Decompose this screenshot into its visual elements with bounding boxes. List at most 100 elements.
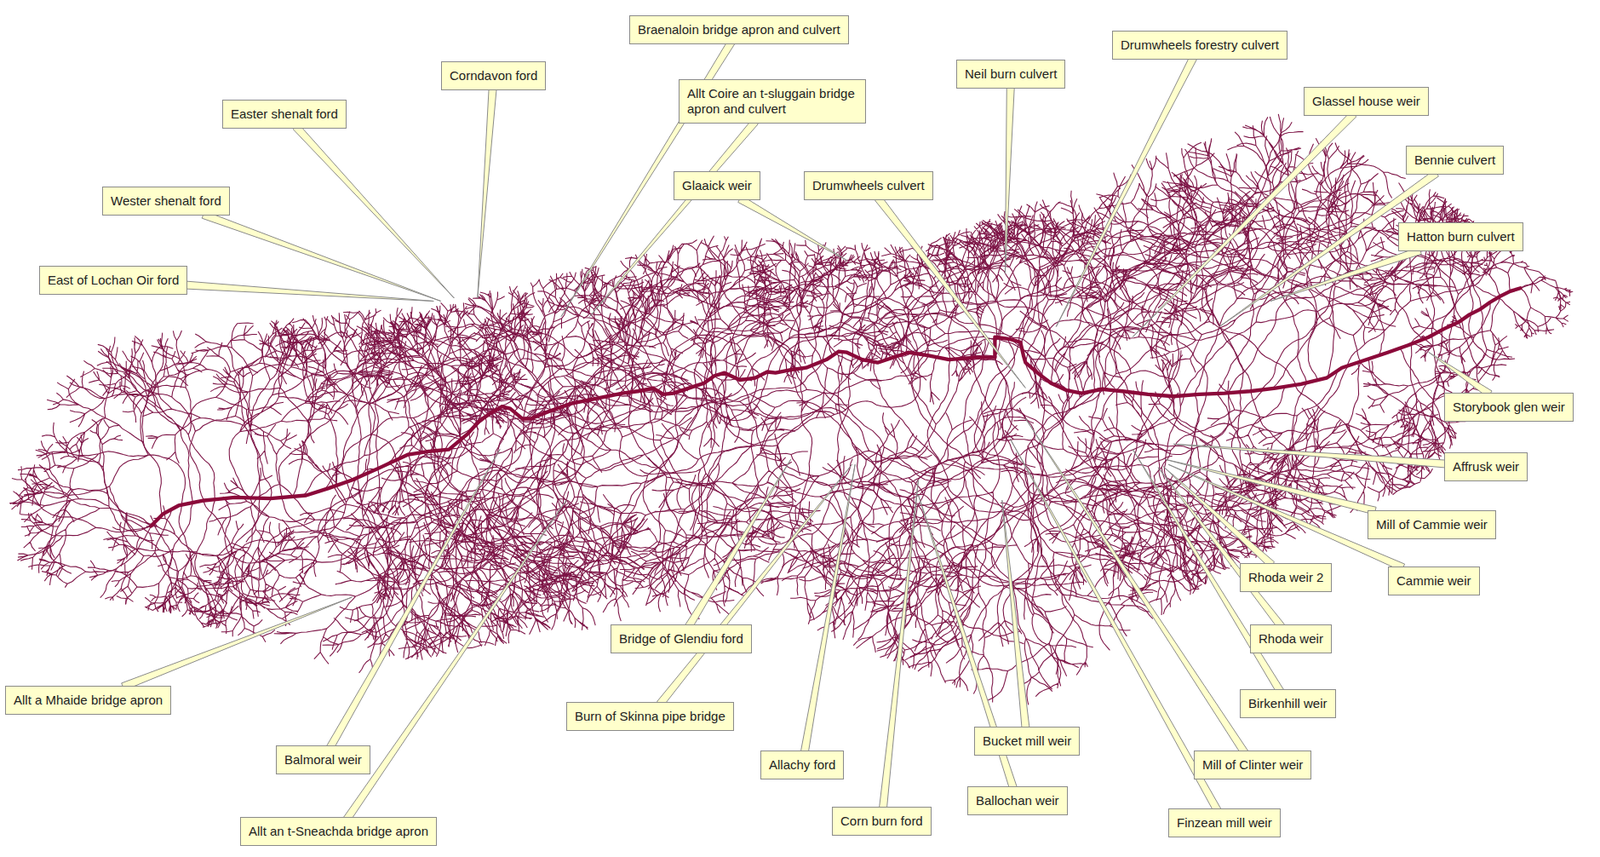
leader-wedge [477, 87, 497, 299]
leader-wedge [1009, 438, 1221, 813]
callout-label: Bennie culvert [1414, 152, 1496, 167]
callout-box: Cammie weir [1387, 566, 1480, 596]
callout-box: Glassel house weir [1303, 86, 1429, 116]
callout-box: Rhoda weir 2 [1239, 562, 1332, 592]
leader-wedge [657, 464, 853, 706]
callout-box: Drumwheels forestry culvert [1112, 30, 1288, 60]
leader-wedge [1173, 443, 1447, 468]
tributary [191, 320, 322, 498]
leader-wedge [344, 499, 567, 821]
callout-box: Bennie culvert [1405, 145, 1504, 175]
callout-box: Allt a Mhaide bridge apron [5, 685, 172, 715]
callout-box: Birkenhill weir [1239, 688, 1337, 718]
tributary [521, 260, 769, 438]
tributary [9, 443, 151, 577]
tributary [322, 478, 526, 673]
leader-wedge [1132, 111, 1357, 338]
tributary [397, 389, 585, 593]
callout-label: Corn burn ford [840, 813, 924, 828]
leader-wedge [1025, 418, 1248, 755]
main-river [150, 287, 1520, 526]
callout-box: Finzean mill weir [1168, 808, 1281, 838]
tributary [669, 360, 928, 595]
tributary [367, 419, 583, 592]
leader-wedge [326, 448, 501, 750]
callout-label: Allt a Mhaide bridge apron [13, 692, 163, 707]
tributary [820, 358, 1193, 677]
callout-label: Bucket mill weir [982, 733, 1072, 748]
callout-box: Allt an t-Sneachda bridge apron [240, 816, 437, 846]
leader-wedge [1004, 86, 1015, 274]
callout-label: Burn of Skinna pipe bridge [574, 708, 726, 723]
tributary [199, 424, 368, 617]
callout-label: Drumwheels forestry culvert [1120, 37, 1279, 52]
leader-wedge [590, 119, 759, 317]
tributaries [9, 114, 1573, 705]
callout-label: East of Lochan Oir ford [47, 272, 179, 287]
callout-label: Allt an t-Sneachda bridge apron [248, 823, 429, 838]
tributary [10, 418, 152, 527]
callout-box: Storybook glen weir [1444, 392, 1574, 422]
tributary [796, 240, 868, 356]
tributary [1148, 394, 1371, 584]
tributary [899, 391, 1147, 646]
tributary [258, 324, 404, 485]
tributary [586, 238, 929, 509]
tributary [884, 278, 987, 377]
leader-wedge [875, 195, 1027, 389]
callout-box: Burn of Skinna pipe bridge [566, 701, 735, 731]
callout-label: Birkenhill weir [1248, 695, 1328, 711]
callout-label: Allt Coire an t-sluggain bridge apron an… [687, 86, 855, 116]
callout-label: Ballochan weir [975, 792, 1060, 808]
tributary [144, 505, 249, 627]
tributary [674, 235, 827, 373]
callout-label: Easter shenalt ford [230, 106, 339, 121]
tributary [229, 318, 348, 498]
callout-label: Rhoda weir [1258, 630, 1324, 646]
callout-label: Bridge of Glendiu ford [619, 630, 744, 646]
leader-wedge [1270, 246, 1422, 302]
callout-label: Glassel house weir [1312, 93, 1421, 109]
callout-box: Balmoral weir [275, 745, 371, 775]
callout-label: Glaaick weir [682, 177, 752, 193]
callout-label: Mill of Cammie weir [1376, 516, 1488, 532]
callout-label: Allachy ford [768, 756, 836, 772]
callout-box: East of Lochan Oir ford [39, 265, 188, 295]
tributary [1091, 395, 1275, 582]
callout-box: Allachy ford [760, 750, 844, 780]
tributary [1237, 392, 1371, 555]
leader-wedge [121, 596, 353, 690]
tributary [210, 326, 393, 495]
tributary [1272, 174, 1384, 355]
leader-wedge [878, 479, 918, 809]
callout-label: Wester shenalt ford [110, 193, 222, 208]
leader-wedge [184, 281, 434, 302]
tributary [921, 198, 1107, 392]
tributary [900, 218, 998, 337]
tributary [103, 503, 193, 612]
tributary [980, 205, 1081, 351]
leader-wedge [1163, 466, 1275, 568]
leader-wedge [1158, 467, 1285, 629]
callout-box: Wester shenalt ford [102, 186, 230, 216]
leader-wedge [292, 124, 454, 299]
callout-label: Rhoda weir 2 [1248, 569, 1324, 585]
callout-label: Drumwheels culvert [812, 177, 925, 193]
callout-box: Glaaick weir [673, 171, 761, 201]
callout-box: Bucket mill weir [974, 726, 1080, 756]
tributary [1015, 155, 1260, 391]
tributary [1514, 287, 1568, 339]
tributary [1411, 303, 1491, 385]
callout-box: Rhoda weir [1250, 624, 1332, 654]
leader-wedge [1002, 499, 1030, 729]
tributary [822, 358, 1000, 702]
tributary [890, 235, 1044, 404]
callout-label: Balmoral weir [284, 751, 362, 767]
callout-box: Bridge of Glendiu ford [610, 624, 752, 654]
callout-box: Braenaloin bridge apron and culvert [629, 15, 849, 45]
leader-wedge [1428, 351, 1492, 397]
callout-box: Mill of Clinter weir [1193, 750, 1312, 780]
tributary [395, 452, 574, 660]
leader-wedge [1165, 458, 1377, 515]
